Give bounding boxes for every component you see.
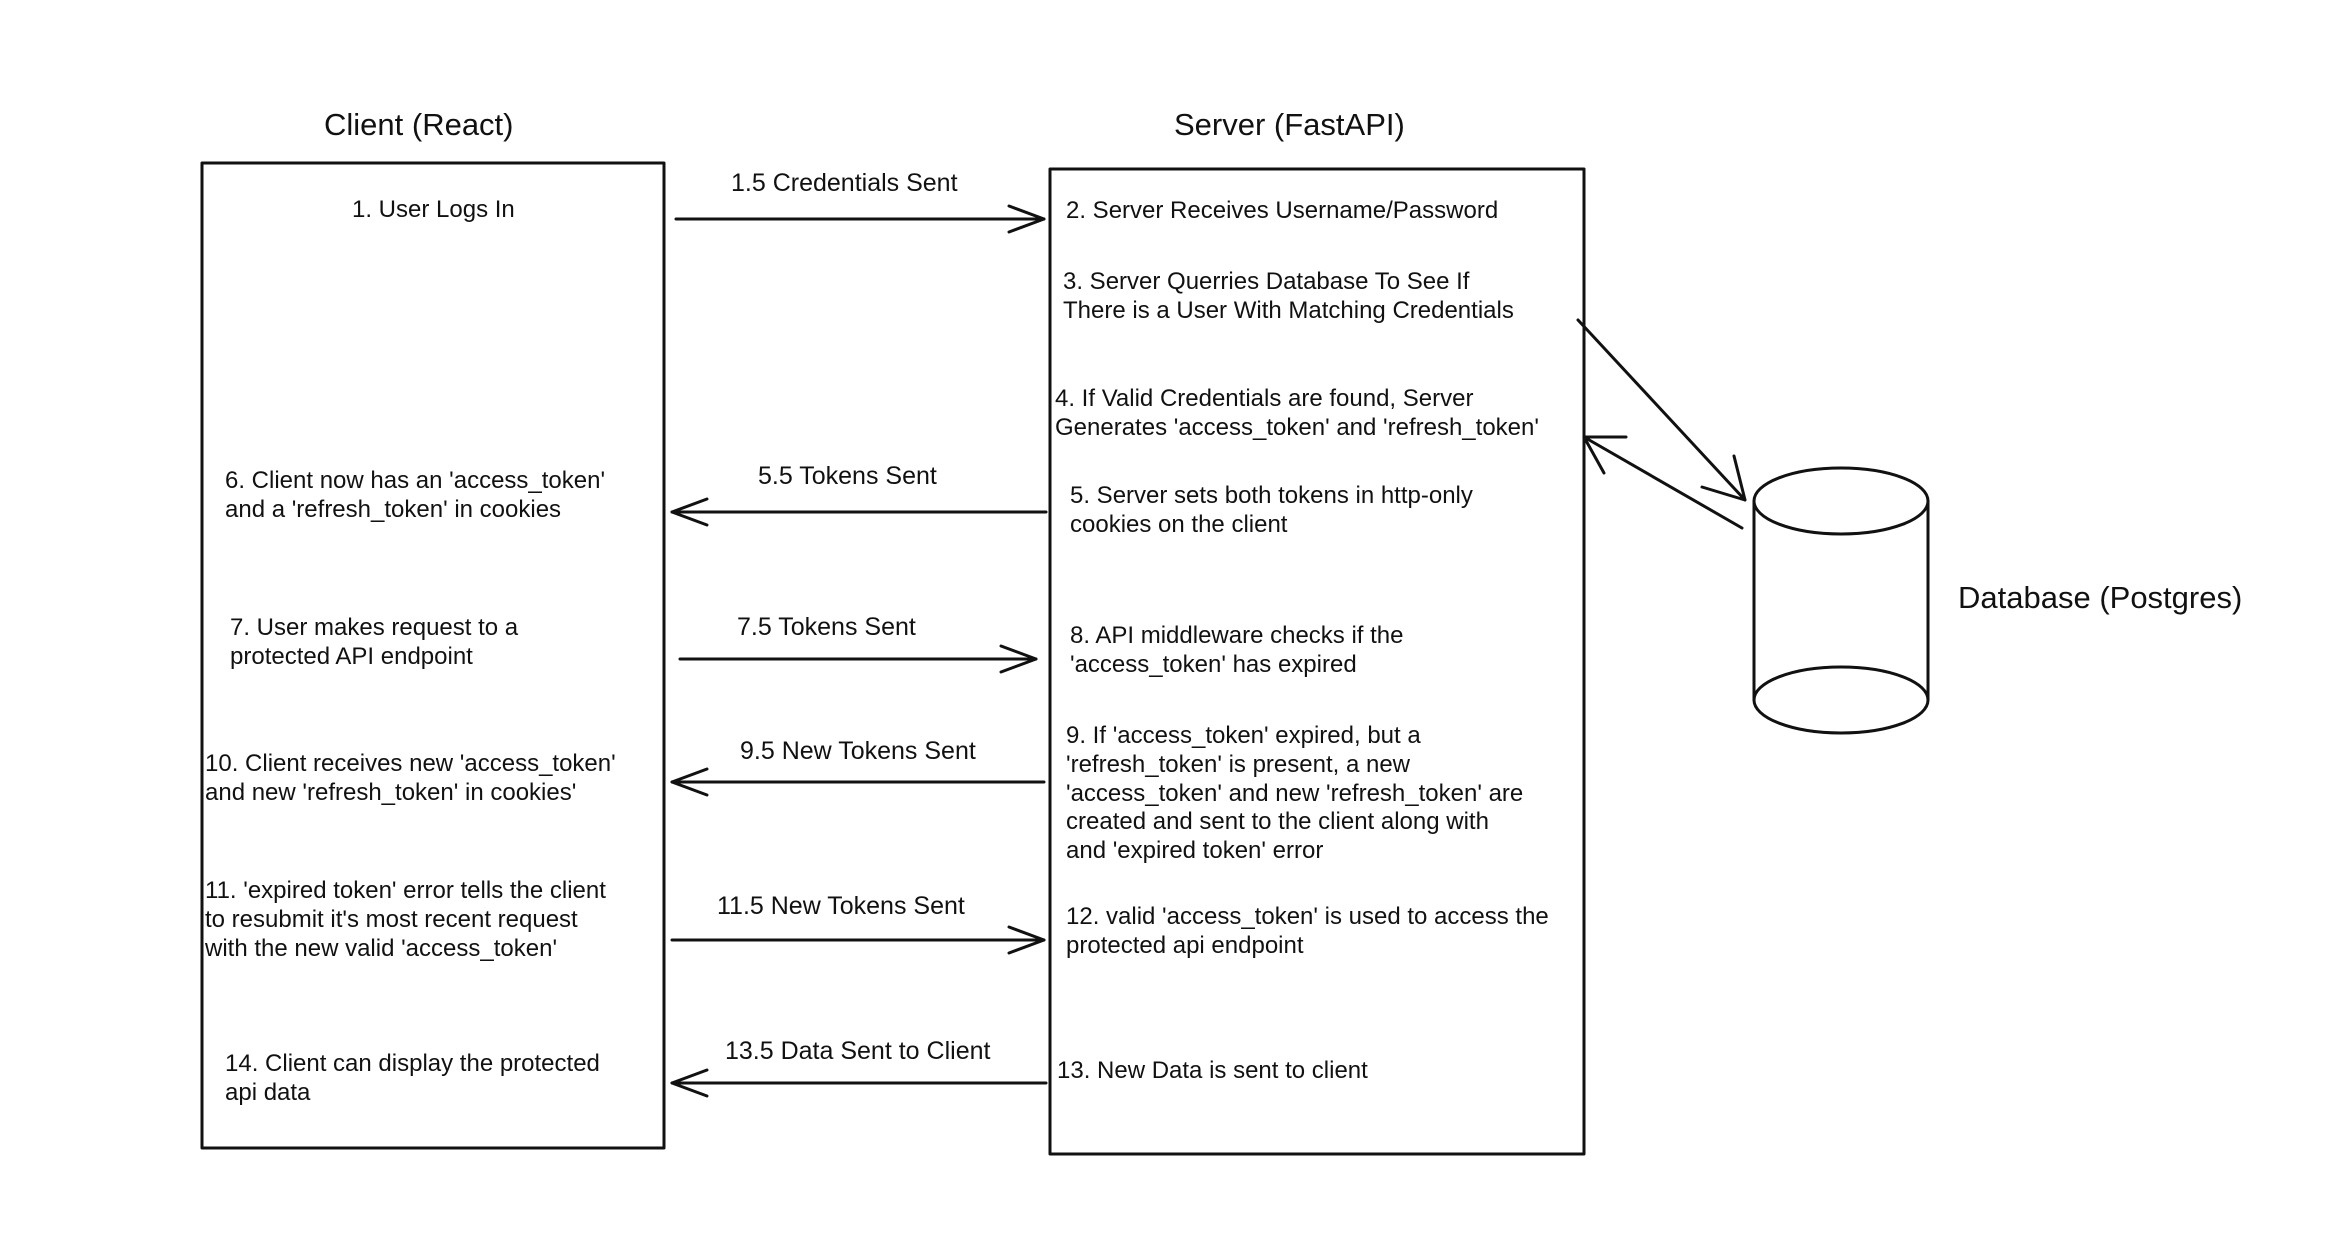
arrow-server-to-database [1576,318,1747,502]
client-step-1: 1. User Logs In [352,196,515,223]
server-step-5: 5. Server sets both tokens in http-only … [1070,482,1473,538]
arrow-credentials-sent [674,204,1046,234]
arrow-database-to-server [1582,435,1744,530]
message-label-13-5: 13.5 Data Sent to Client [725,1037,991,1065]
arrow-new-tokens-sent-to-server [670,925,1046,955]
server-step-13: 13. New Data is sent to client [1057,1057,1368,1084]
client-step-7: 7. User makes request to a protected API… [230,614,519,670]
client-step-14: 14. Client can display the protected api… [225,1050,600,1106]
server-step-9: 9. If 'access_token' expired, but a 'ref… [1066,722,1524,865]
arrow-tokens-sent-to-server [678,644,1038,674]
message-label-1-5: 1.5 Credentials Sent [731,169,958,197]
server-step-12: 12. valid 'access_token' is used to acce… [1066,903,1549,959]
server-step-2: 2. Server Receives Username/Password [1066,197,1499,224]
server-lane-title: Server (FastAPI) [1174,107,1405,142]
arrow-data-sent-to-client [670,1068,1048,1098]
server-step-3: 3. Server Querries Database To See If Th… [1063,268,1514,324]
message-label-11-5: 11.5 New Tokens Sent [717,892,965,920]
message-label-9-5: 9.5 New Tokens Sent [740,737,976,765]
arrow-new-tokens-sent-to-client [670,767,1046,797]
database-cylinder-icon [1752,466,1930,735]
client-step-10: 10. Client receives new 'access_token' a… [205,750,616,806]
server-step-8: 8. API middleware checks if the 'access_… [1070,622,1404,678]
server-step-4: 4. If Valid Credentials are found, Serve… [1055,385,1539,441]
message-label-5-5: 5.5 Tokens Sent [758,462,937,490]
client-lane-box [200,161,666,1150]
client-step-6: 6. Client now has an 'access_token' and … [225,467,606,523]
arrow-tokens-sent-to-client [670,497,1048,527]
database-label: Database (Postgres) [1958,580,2243,615]
server-lane-box [1048,167,1586,1156]
message-label-7-5: 7.5 Tokens Sent [737,613,916,641]
client-step-11: 11. 'expired token' error tells the clie… [205,877,606,962]
client-lane-title: Client (React) [324,107,514,142]
